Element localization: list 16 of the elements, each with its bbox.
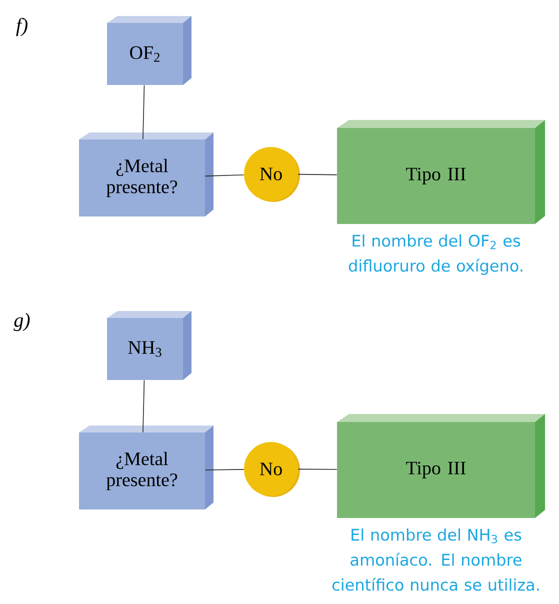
panel-label: g) — [14, 312, 30, 332]
connector-line — [142, 84, 145, 140]
connector-line — [142, 380, 145, 433]
process-box: ¿Metal presente? — [79, 132, 214, 216]
caption-text: El nombre del NH$_{3}$ es amoníaco. El nombre científico nunca se utiliza. — [332, 528, 539, 591]
connector-line — [204, 469, 244, 470]
caption-text: El nombre del OF$_{2}$ es difluoruro de oxígeno. — [348, 234, 522, 275]
process-box: OF$_{2}$ — [107, 16, 192, 85]
panel-label: f) — [16, 18, 28, 36]
process-box: NH$_{3}$ — [107, 311, 192, 380]
process-box: Tipo III — [337, 120, 545, 224]
process-box: Tipo III — [337, 414, 545, 518]
connector-line — [298, 174, 338, 176]
connector-line — [298, 468, 338, 470]
connector-line — [204, 174, 244, 176]
process-box: ¿Metal presente? — [79, 426, 214, 510]
